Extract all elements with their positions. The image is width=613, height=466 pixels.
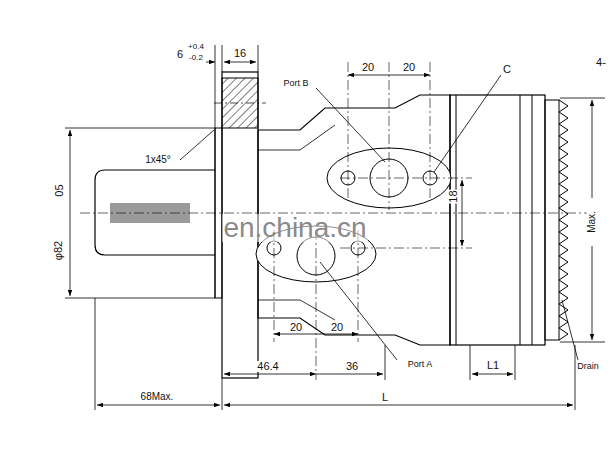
dimension-value: 36 xyxy=(345,361,359,372)
watermark: en.china.cn xyxy=(222,214,367,242)
dimension-value: 20 xyxy=(330,322,344,333)
hole-note: 4- xyxy=(595,57,607,68)
dimension-value: 68Max. xyxy=(140,392,175,402)
drain-label: Drain xyxy=(576,362,600,371)
port-label: Port B xyxy=(282,79,309,88)
callout-letter: C xyxy=(502,64,512,75)
dimension-value: L xyxy=(381,392,389,403)
tolerance-value: +0.4 xyxy=(187,43,205,51)
dimension-value: Max. xyxy=(587,210,597,234)
tolerance-value: -0.2 xyxy=(188,54,204,62)
dimension-value: 05 xyxy=(54,183,65,197)
dimension-value: 46.4 xyxy=(256,361,279,372)
dimension-value: 16 xyxy=(233,48,247,59)
dimension-value: 6 xyxy=(176,49,184,60)
dimension-value: 20 xyxy=(361,62,375,73)
dimension-value: L1 xyxy=(486,360,500,371)
dimension-value: φ82 xyxy=(54,239,65,260)
chamfer-note: 1x45° xyxy=(144,155,172,165)
dimension-value: 18 xyxy=(448,189,459,203)
dimension-value: 20 xyxy=(289,322,303,333)
dimension-value: 20 xyxy=(402,62,416,73)
port-label: Port A xyxy=(407,360,434,369)
